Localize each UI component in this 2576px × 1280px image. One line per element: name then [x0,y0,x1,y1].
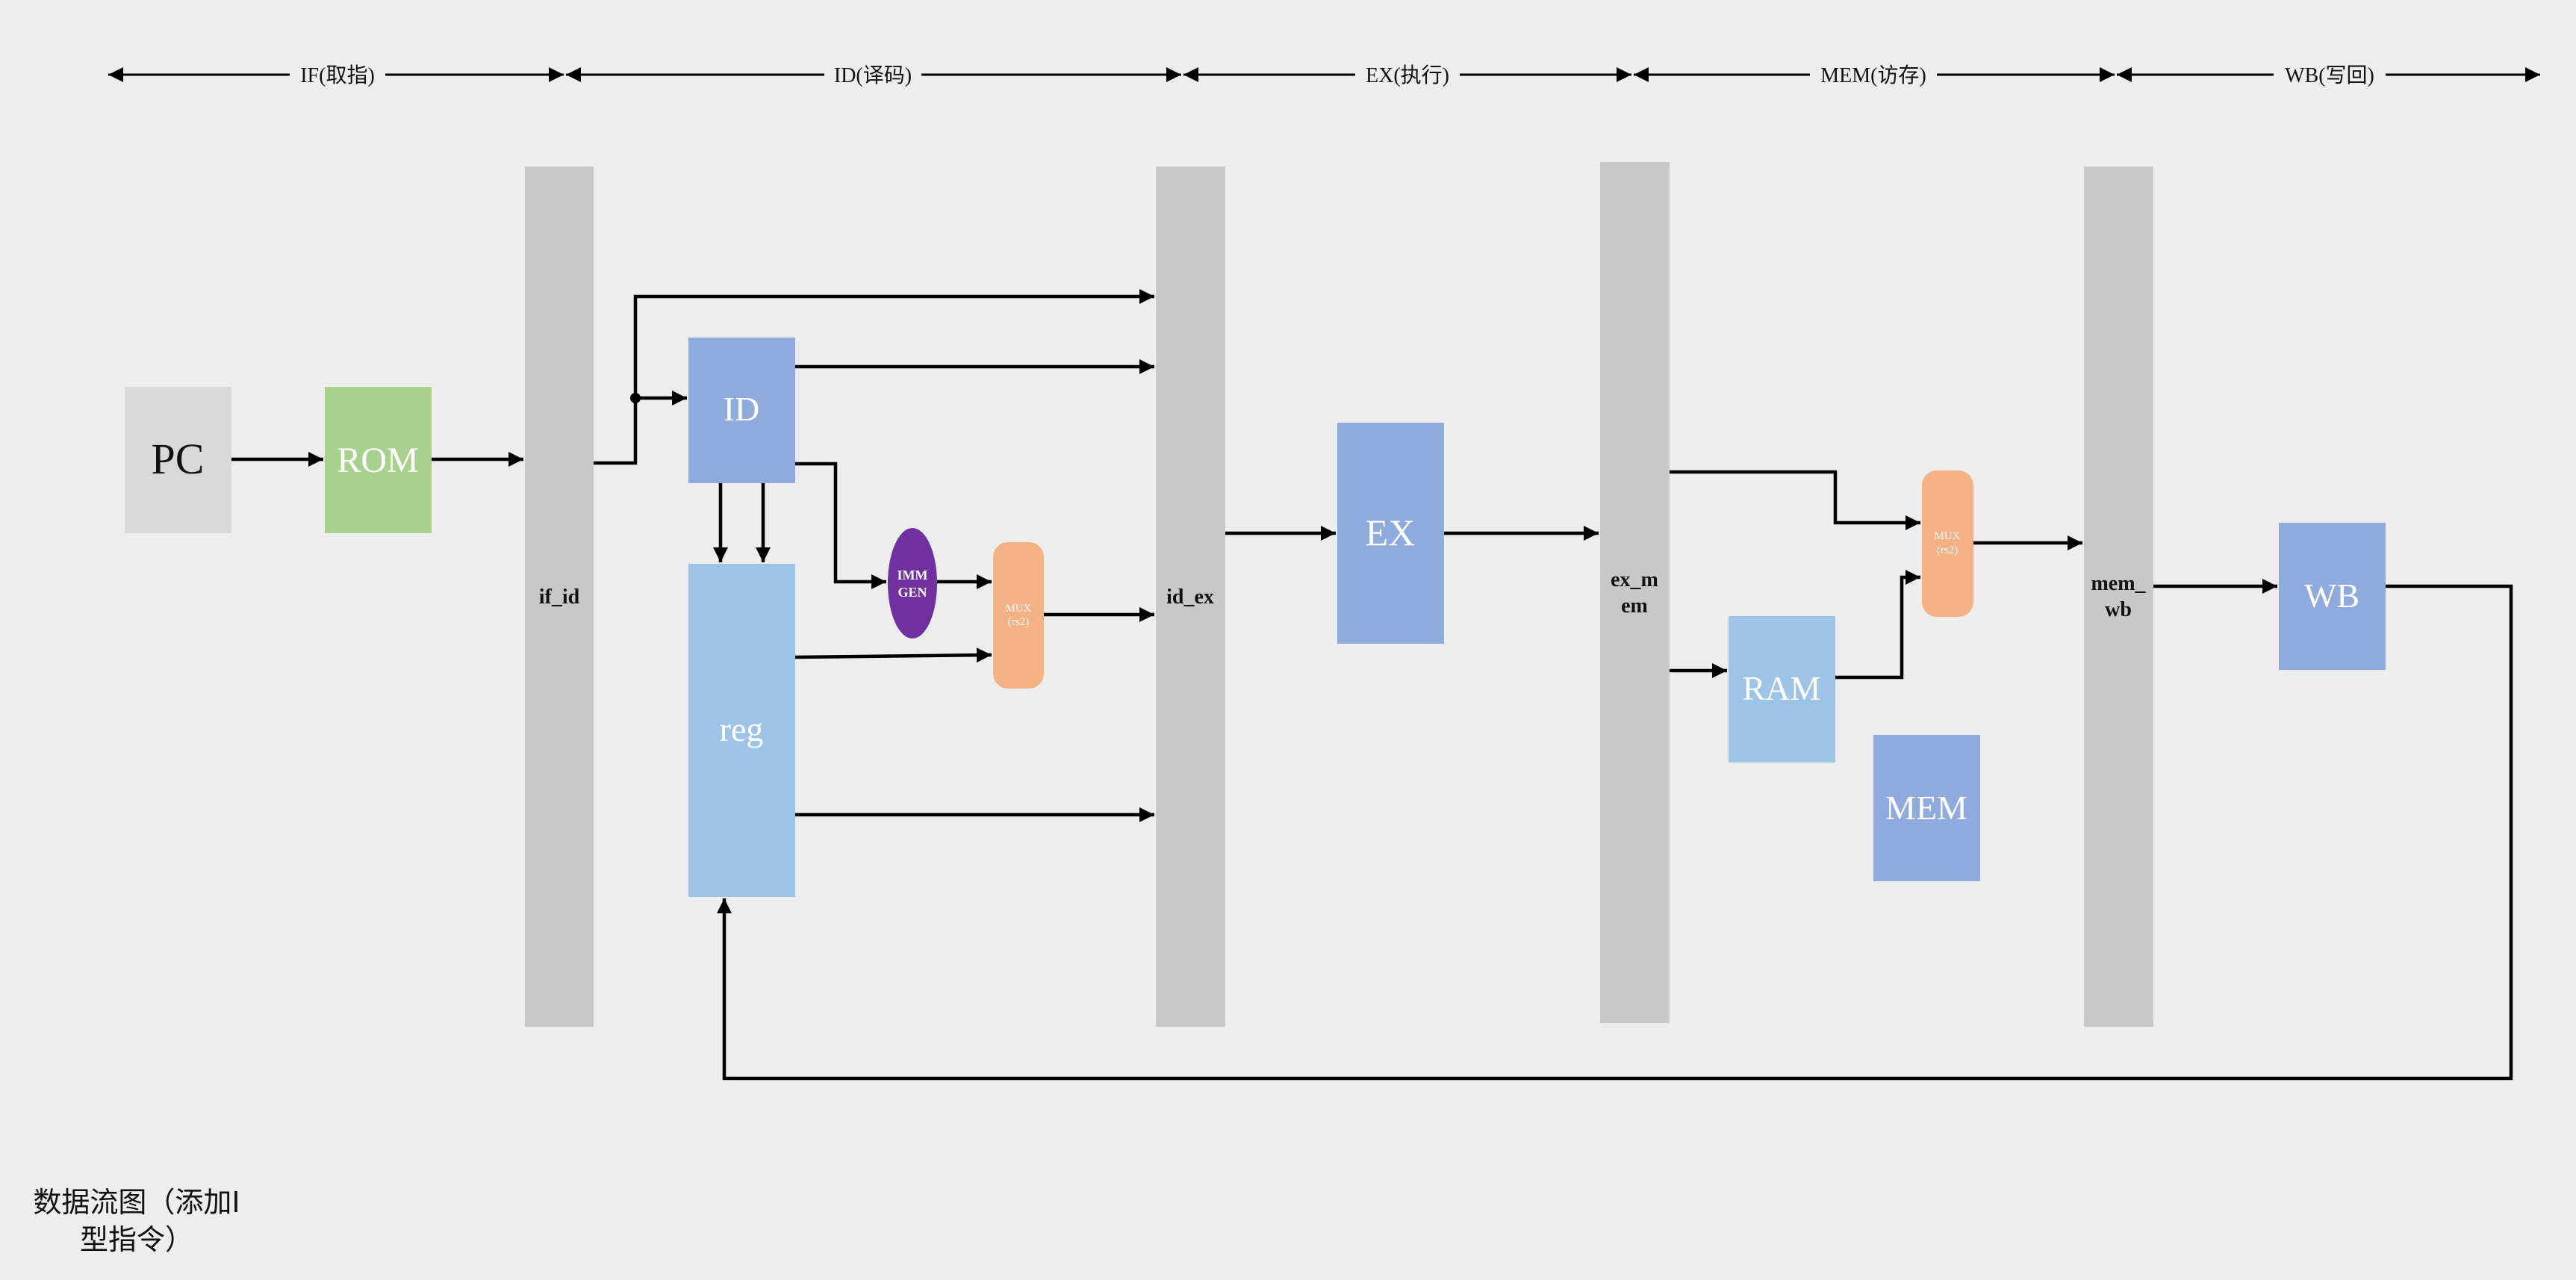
wire-wb-reg-writeback [717,584,2513,1081]
imm-gen-label-line1: IMM [897,568,928,582]
wire-exmem-mux [1670,470,1920,530]
stage-label-id: ID(译码) [834,64,912,87]
imm-gen-label-line2: GEN [897,585,927,600]
mux-mem-sublabel: (rs2) [1937,544,1958,556]
mux-id-label: MUX [1005,603,1031,615]
stage-label-mem: MEM(访存) [1820,63,1926,87]
mem-label: MEM [1885,789,1967,827]
stage-label-if: IF(取指) [300,63,375,87]
ram-label: RAM [1743,669,1821,707]
pipeline-register-id-ex [1156,167,1225,1027]
ex-label: EX [1366,512,1416,553]
diagram-caption: 数据流图（添加I 型指令） [13,1184,260,1258]
id-label: ID [724,390,760,428]
stage-labels: IF(取指) ID(译码) EX(执行) MEM(访存) WB(写回) [290,61,2386,88]
wire-junction-dot [630,393,641,403]
mem-block: MEM [1873,735,1980,881]
pc-block: PC [125,387,231,533]
mux-id-block: MUX (rs2) [993,542,1044,689]
reg-label: reg [720,710,764,748]
caption-line1: 数据流图（添加I [33,1186,240,1219]
wire-ram-mux [1835,570,1920,680]
ex-mem-label-line2: em [1621,594,1648,618]
caption-line2: 型指令） [79,1223,193,1256]
stage-label-ex: EX(执行) [1366,63,1449,87]
pc-label: PC [152,435,205,483]
id-ex-label: id_ex [1166,585,1214,609]
mux-mem-block: MUX (rs2) [1922,470,1973,617]
mux-id-sublabel: (rs2) [1008,616,1029,628]
pipeline-register-mem-wb [2084,167,2153,1027]
mux-mem-label: MUX [1934,530,1960,542]
rom-block: ROM [325,387,432,533]
imm-gen-block: IMM GEN [888,528,937,639]
wire-reg-mux [794,647,992,663]
if-id-label: if_id [539,585,580,609]
wire-ifid-out [594,289,1154,465]
mem-wb-label-line2: wb [2105,598,2132,621]
pipeline-register-if-id [525,167,594,1027]
id-block: ID [688,338,795,483]
reg-block: reg [688,564,795,897]
ex-block: EX [1337,423,1444,644]
wb-label: WB [2304,577,2359,615]
wire-id-immgen [795,462,886,589]
mem-wb-label-line1: mem_ [2091,572,2146,595]
pipeline-register-ex-mem [1600,162,1670,1023]
ram-block: RAM [1729,616,1835,762]
wb-block: WB [2279,523,2386,670]
stage-label-wb: WB(写回) [2285,64,2374,87]
wires [231,289,2513,1081]
ex-mem-label-line1: ex_m [1611,568,1658,591]
rom-label: ROM [337,441,418,480]
